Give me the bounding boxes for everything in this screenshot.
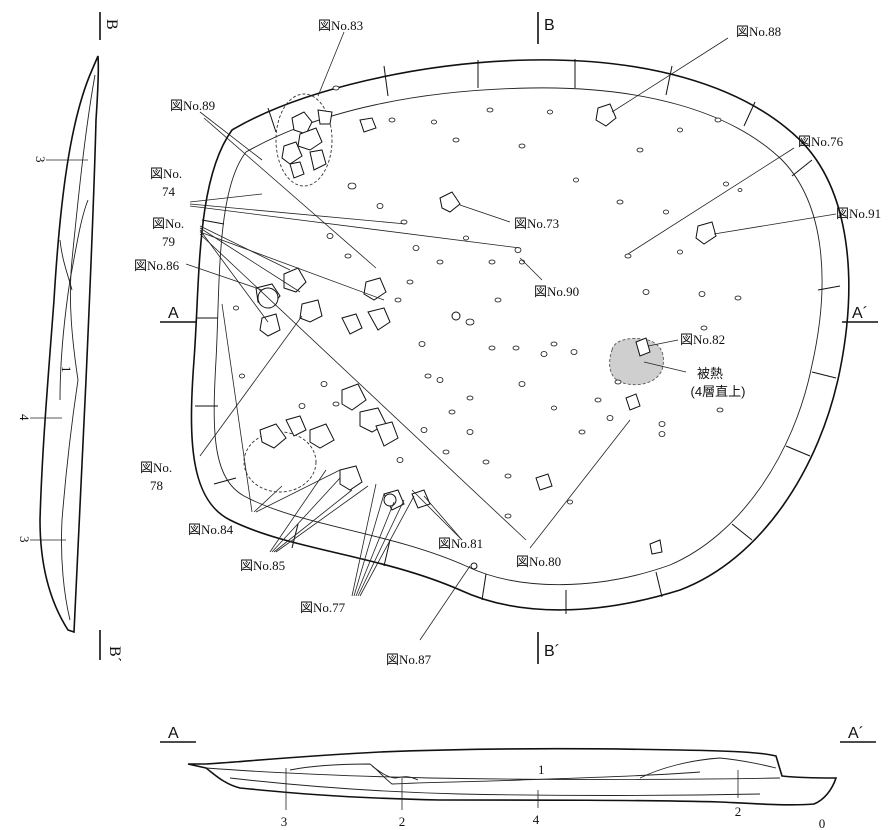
figure-ref-90: 図No.90 [534,284,579,299]
profile-b-layer-label: 3 [33,156,48,163]
figure-ref-79-line1: 図No. [152,216,184,231]
profile-a-layer-label: 4 [533,812,540,827]
figure-ref-82: 図No.82 [680,332,725,347]
pit-outer-outline [190,59,850,611]
section-a-profile: A A´ 1 3 2 4 2 0 [160,725,876,830]
burnt-area [609,338,664,386]
figure-ref-79-line2: 79 [162,234,175,249]
scale-zero-label: 0 [819,816,826,830]
profile-b-layer-label: 4 [17,414,32,421]
pit-inner-outline [213,87,823,586]
leader-lines [185,31,837,641]
figure-labels: 図No.83 図No.88 図No.89 図No.76 図No. 74 図No.… [134,18,881,667]
section-label-a: A [168,305,179,322]
profile-a-layer-label: 1 [538,762,545,777]
figure-ref-81: 図No.81 [438,536,483,551]
section-b-outline [39,55,100,634]
section-label-a-prime: A´ [852,305,868,322]
figure-ref-74-line1: 図No. [150,166,182,181]
section-label-b-top: B [103,19,120,30]
figure-ref-85: 図No.85 [240,558,285,573]
section-label-b: B [544,17,555,34]
figure-ref-78-line1: 図No. [140,460,172,475]
figure-ref-86: 図No.86 [134,258,180,273]
figure-ref-84: 図No.84 [188,522,234,537]
artifact-stones [255,103,717,570]
figure-ref-88: 図No.88 [736,24,781,39]
figure-ref-78-line2: 78 [150,478,163,493]
burnt-area-sublabel: (4層直上) [691,384,746,399]
section-b-profile: B B´ 3 1 4 3 [17,12,123,662]
profile-a-layer-label: 3 [281,814,288,829]
section-label-a-prime-bottom: A´ [848,725,864,742]
figure-ref-89: 図No.89 [170,98,215,113]
figure-ref-77: 図No.77 [300,600,346,615]
figure-ref-87: 図No.87 [386,652,432,667]
section-label-b-prime: B´ [544,643,560,660]
burnt-area-label: 被熱 [697,366,723,381]
figure-ref-91: 図No.91 [836,206,881,221]
profile-a-layer-label: 2 [399,814,406,829]
figure-ref-73: 図No.73 [514,216,559,231]
profile-a-layer-label: 2 [735,804,742,819]
section-label-b-prime-bottom: B´ [106,646,123,662]
pit-plan [185,31,850,641]
section-a-outline [187,747,838,806]
profile-b-layer-label: 1 [59,366,74,373]
figure-ref-76: 図No.76 [798,134,844,149]
section-label-a-bottom: A [168,725,179,742]
figure-ref-83: 図No.83 [318,18,363,33]
section-marks: B B´ A A´ [160,12,878,664]
figure-ref-80: 図No.80 [516,554,561,569]
figure-ref-74-line2: 74 [162,184,176,199]
profile-b-layer-label: 3 [17,536,32,543]
